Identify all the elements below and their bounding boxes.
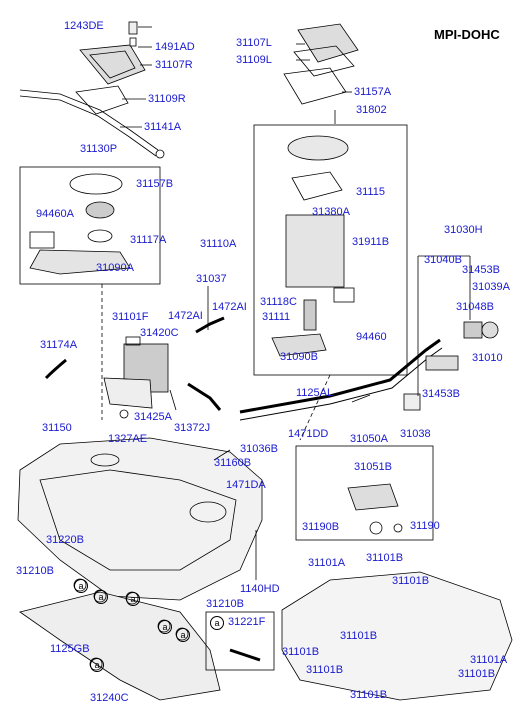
part-label-31107L[interactable]: 31107L (236, 37, 272, 49)
part-label-31240C[interactable]: 31240C (90, 692, 129, 704)
marker-a-6: a (90, 658, 104, 672)
part-label-31090B[interactable]: 31090B (280, 351, 318, 363)
part-label-31141A[interactable]: 31141A (144, 121, 182, 133)
part-label-31036B[interactable]: 31036B (240, 443, 278, 455)
part-label-31101B-3[interactable]: 31101B (340, 630, 378, 642)
part-label-31038[interactable]: 31038 (400, 428, 431, 440)
part-label-31010[interactable]: 31010 (472, 352, 503, 364)
part-label-31425A[interactable]: 31425A (134, 411, 172, 423)
part-label-31090A[interactable]: 31090A (96, 262, 134, 274)
part-label-31111[interactable]: 31111 (262, 311, 291, 323)
part-label-31101B-1[interactable]: 31101B (366, 552, 404, 564)
part-label-31220B[interactable]: 31220B (46, 534, 84, 546)
part-label-31372J[interactable]: 31372J (174, 422, 211, 434)
marker-a-4: a (158, 620, 172, 634)
part-label-31117A[interactable]: 31117A (130, 234, 167, 246)
part-label-31221F[interactable]: 31221F (228, 616, 266, 628)
part-label-31101F[interactable]: 31101F (112, 311, 149, 323)
part-label-31101B-7[interactable]: 31101B (458, 668, 496, 680)
part-label-31150[interactable]: 31150 (42, 422, 72, 434)
part-label-31048B[interactable]: 31048B (456, 301, 494, 313)
part-label-31157B[interactable]: 31157B (136, 178, 174, 190)
part-label-31037[interactable]: 31037 (196, 273, 227, 285)
part-label-31109R[interactable]: 31109R (148, 93, 186, 105)
part-label-31039A[interactable]: 31039A (472, 281, 510, 293)
part-label-31109L[interactable]: 31109L (236, 54, 272, 66)
part-label-31210B-b[interactable]: 31210B (206, 598, 244, 610)
part-label-31101B-5[interactable]: 31101B (306, 664, 344, 676)
part-label-31040B[interactable]: 31040B (424, 254, 462, 266)
marker-a-1: a (74, 579, 88, 593)
part-label-31101B-4[interactable]: 31101B (282, 646, 320, 658)
marker-a-2: a (94, 590, 108, 604)
part-label-31802[interactable]: 31802 (356, 104, 387, 116)
marker-a-5: a (176, 628, 190, 642)
part-label-31101B-6[interactable]: 31101B (350, 689, 388, 701)
part-label-31051B[interactable]: 31051B (354, 461, 392, 473)
part-label-31453B-b[interactable]: 31453B (422, 388, 460, 400)
marker-a-3: a (126, 592, 140, 606)
part-label-31115[interactable]: 31115 (356, 186, 385, 198)
part-label-1327AE[interactable]: 1327AE (108, 433, 148, 445)
part-label-31050A[interactable]: 31050A (350, 433, 388, 445)
part-label-31101A-2[interactable]: 31101A (470, 654, 508, 666)
part-label-31174A[interactable]: 31174A (40, 339, 78, 351)
part-label-31118C[interactable]: 31118C (260, 296, 297, 308)
part-label-31380A[interactable]: 31380A (312, 206, 350, 218)
part-label-1243DE[interactable]: 1243DE (64, 20, 104, 32)
part-label-31210B-a[interactable]: 31210B (16, 565, 54, 577)
part-label-31130P[interactable]: 31130P (80, 143, 118, 155)
part-label-31911B[interactable]: 31911B (352, 236, 390, 248)
part-label-31453B-a[interactable]: 31453B (462, 264, 500, 276)
part-label-1125AL[interactable]: 1125AL (296, 387, 334, 399)
part-label-94460A[interactable]: 94460A (36, 208, 74, 220)
part-label-31160B[interactable]: 31160B (214, 457, 252, 469)
part-label-1471DA[interactable]: 1471DA (226, 479, 266, 491)
part-label-1125GB[interactable]: 1125GB (50, 643, 90, 655)
part-label-31101A[interactable]: 31101A (308, 557, 346, 569)
part-label-1471DD[interactable]: 1471DD (288, 428, 329, 440)
part-label-31101B-2[interactable]: 31101B (392, 575, 430, 587)
part-label-31190[interactable]: 31190 (410, 520, 440, 532)
part-label-1140HD[interactable]: 1140HD (240, 583, 280, 595)
part-label-31107R[interactable]: 31107R (155, 59, 193, 71)
part-label-31030H[interactable]: 31030H (444, 224, 483, 236)
part-label-1472AI-a[interactable]: 1472AI (168, 310, 203, 322)
part-label-31190B[interactable]: 31190B (302, 521, 340, 533)
part-label-31420C[interactable]: 31420C (140, 327, 179, 339)
legend-marker-a: a (210, 616, 224, 630)
part-label-94460[interactable]: 94460 (356, 331, 387, 343)
part-label-31157A[interactable]: 31157A (354, 86, 392, 98)
part-label-1472AI-b[interactable]: 1472AI (212, 301, 247, 313)
part-label-31110A[interactable]: 31110A (200, 238, 237, 250)
part-label-1491AD[interactable]: 1491AD (155, 41, 195, 53)
engine-variant-title: MPI-DOHC (434, 27, 500, 42)
